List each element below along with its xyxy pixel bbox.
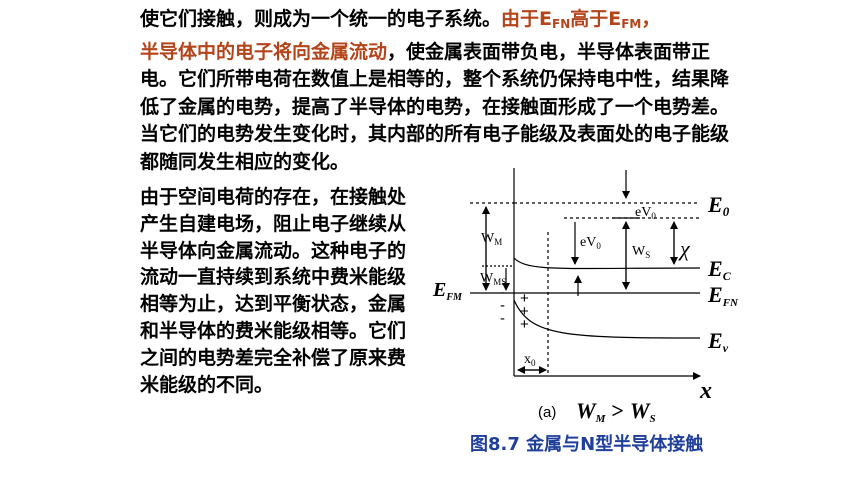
paragraph-2: 由于空间电荷的存在，在接触处产生自建电场，阻止电子继续从半导体向金属流动。这种电… (140, 186, 407, 396)
label-ws: WS (632, 244, 650, 260)
para1-rest: 面带正电。它们所带电荷在数值上是相等的，整个系统仍保持电中性，结果降低了金属的电… (140, 40, 730, 173)
minus-sign-3: - (500, 310, 505, 327)
conduction-band-edge (513, 257, 701, 270)
label-wms: WMS (480, 271, 506, 287)
label-wm: WM (481, 231, 502, 247)
para1-line1: 使它们接触，则成为一个统一的电子系统。 (140, 8, 502, 30)
subcaption-formula: WM>WS (576, 398, 656, 425)
minus-sign-1: - (500, 284, 505, 301)
paragraph-1: 使它们接触，则成为一个统一的电子系统。由于EFN高于EFM， 半导体中的电子将向金… (140, 6, 740, 176)
subcaption-prefix: (a) (538, 404, 556, 421)
label-ev0-mid: eV0 (580, 235, 601, 251)
label-chi: χ (678, 236, 691, 261)
label-x-axis: x (699, 378, 712, 404)
para1-highlight-2: 半导体中的电子将向金属流动 (140, 40, 388, 63)
subcaption: (a) WM>WS (538, 398, 656, 425)
label-efm: EFM (432, 279, 463, 303)
para1-highlight-1: 由于EFN高于EFM， (501, 8, 661, 31)
plus-sign-2: + (520, 303, 529, 320)
label-ev0-top: eV0 (635, 205, 656, 221)
para1-line2: ，使金属表面带负电，半导体表 (387, 40, 654, 63)
plus-sign-1: + (520, 290, 529, 307)
minus-sign-2: - (500, 297, 505, 314)
plus-sign-3: + (520, 316, 529, 333)
label-ev: Ev (707, 328, 729, 355)
figure-caption: 图8.7 金属与N型半导体接触 (470, 434, 704, 455)
label-ec: EC (707, 256, 732, 283)
valence-band-edge (513, 299, 701, 339)
label-x0: x0 (524, 352, 536, 368)
label-efn: EFN (707, 282, 739, 309)
label-e0: E0 (707, 192, 730, 219)
